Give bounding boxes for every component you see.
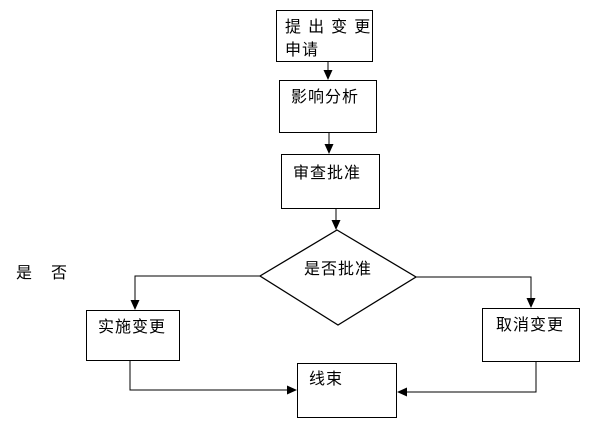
branch-label-yes: 是 — [16, 263, 33, 282]
node-cancel-change-label: 取消变更 — [496, 315, 565, 334]
connector-decision-implement — [134, 275, 260, 301]
connector-cancel-end — [407, 362, 537, 393]
arrowhead-impact-review — [324, 144, 334, 154]
node-end: 线束 — [297, 363, 397, 418]
node-implement-change-label: 实施变更 — [98, 317, 167, 336]
decision-diamond-shape — [258, 229, 418, 326]
node-review-approval: 审查批准 — [281, 154, 380, 209]
connector-decision-cancel — [416, 276, 532, 299]
node-cancel-change: 取消变更 — [482, 308, 580, 362]
arrowhead-start-impact — [323, 70, 333, 80]
node-implement-change: 实施变更 — [86, 310, 180, 361]
node-start-label: 提 出 变 更 申请 — [285, 17, 372, 59]
node-impact-analysis: 影响分析 — [279, 80, 377, 133]
node-end-label: 线束 — [309, 369, 344, 388]
arrowhead-decision-cancel — [526, 298, 536, 308]
node-decision-label: 是否批准 — [303, 259, 372, 278]
branch-label-no: 否 — [51, 263, 68, 282]
node-impact-analysis-label: 影响分析 — [291, 87, 360, 106]
arrowhead-decision-implement — [130, 300, 140, 310]
branch-labels: 是 否 — [16, 259, 67, 283]
arrowhead-review-decision — [331, 220, 341, 230]
node-start: 提 出 变 更 申请 — [276, 10, 373, 62]
arrowhead-cancel-end — [397, 387, 407, 397]
connector-implement-end — [129, 361, 288, 391]
node-review-approval-label: 审查批准 — [293, 163, 362, 182]
arrowhead-implement-end — [287, 385, 297, 395]
